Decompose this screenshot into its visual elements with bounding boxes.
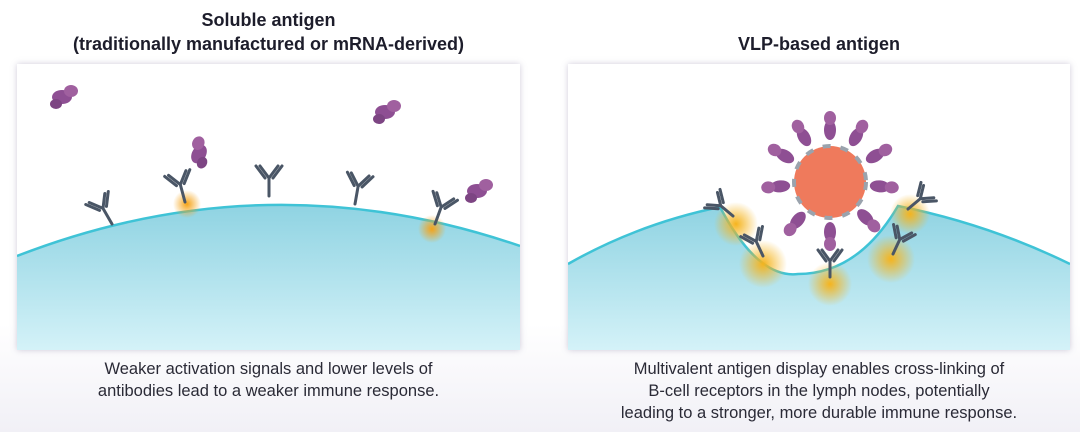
vlp-antigen-illustration	[568, 64, 1070, 350]
cell-membrane	[568, 204, 1070, 276]
right-title: VLP-based antigen	[737, 34, 901, 54]
cell-body	[17, 204, 520, 350]
left-caption: Weaker activation signals and lower leve…	[97, 360, 440, 400]
soluble-antigen-illustration	[17, 64, 520, 350]
right-caption: Multivalent antigen display enables cros…	[620, 360, 1018, 422]
vlp-particle	[760, 111, 900, 251]
cell-membrane	[17, 203, 520, 258]
antigen-icon	[50, 85, 78, 109]
left-title: Soluble antigen (traditionally manufactu…	[72, 10, 465, 54]
